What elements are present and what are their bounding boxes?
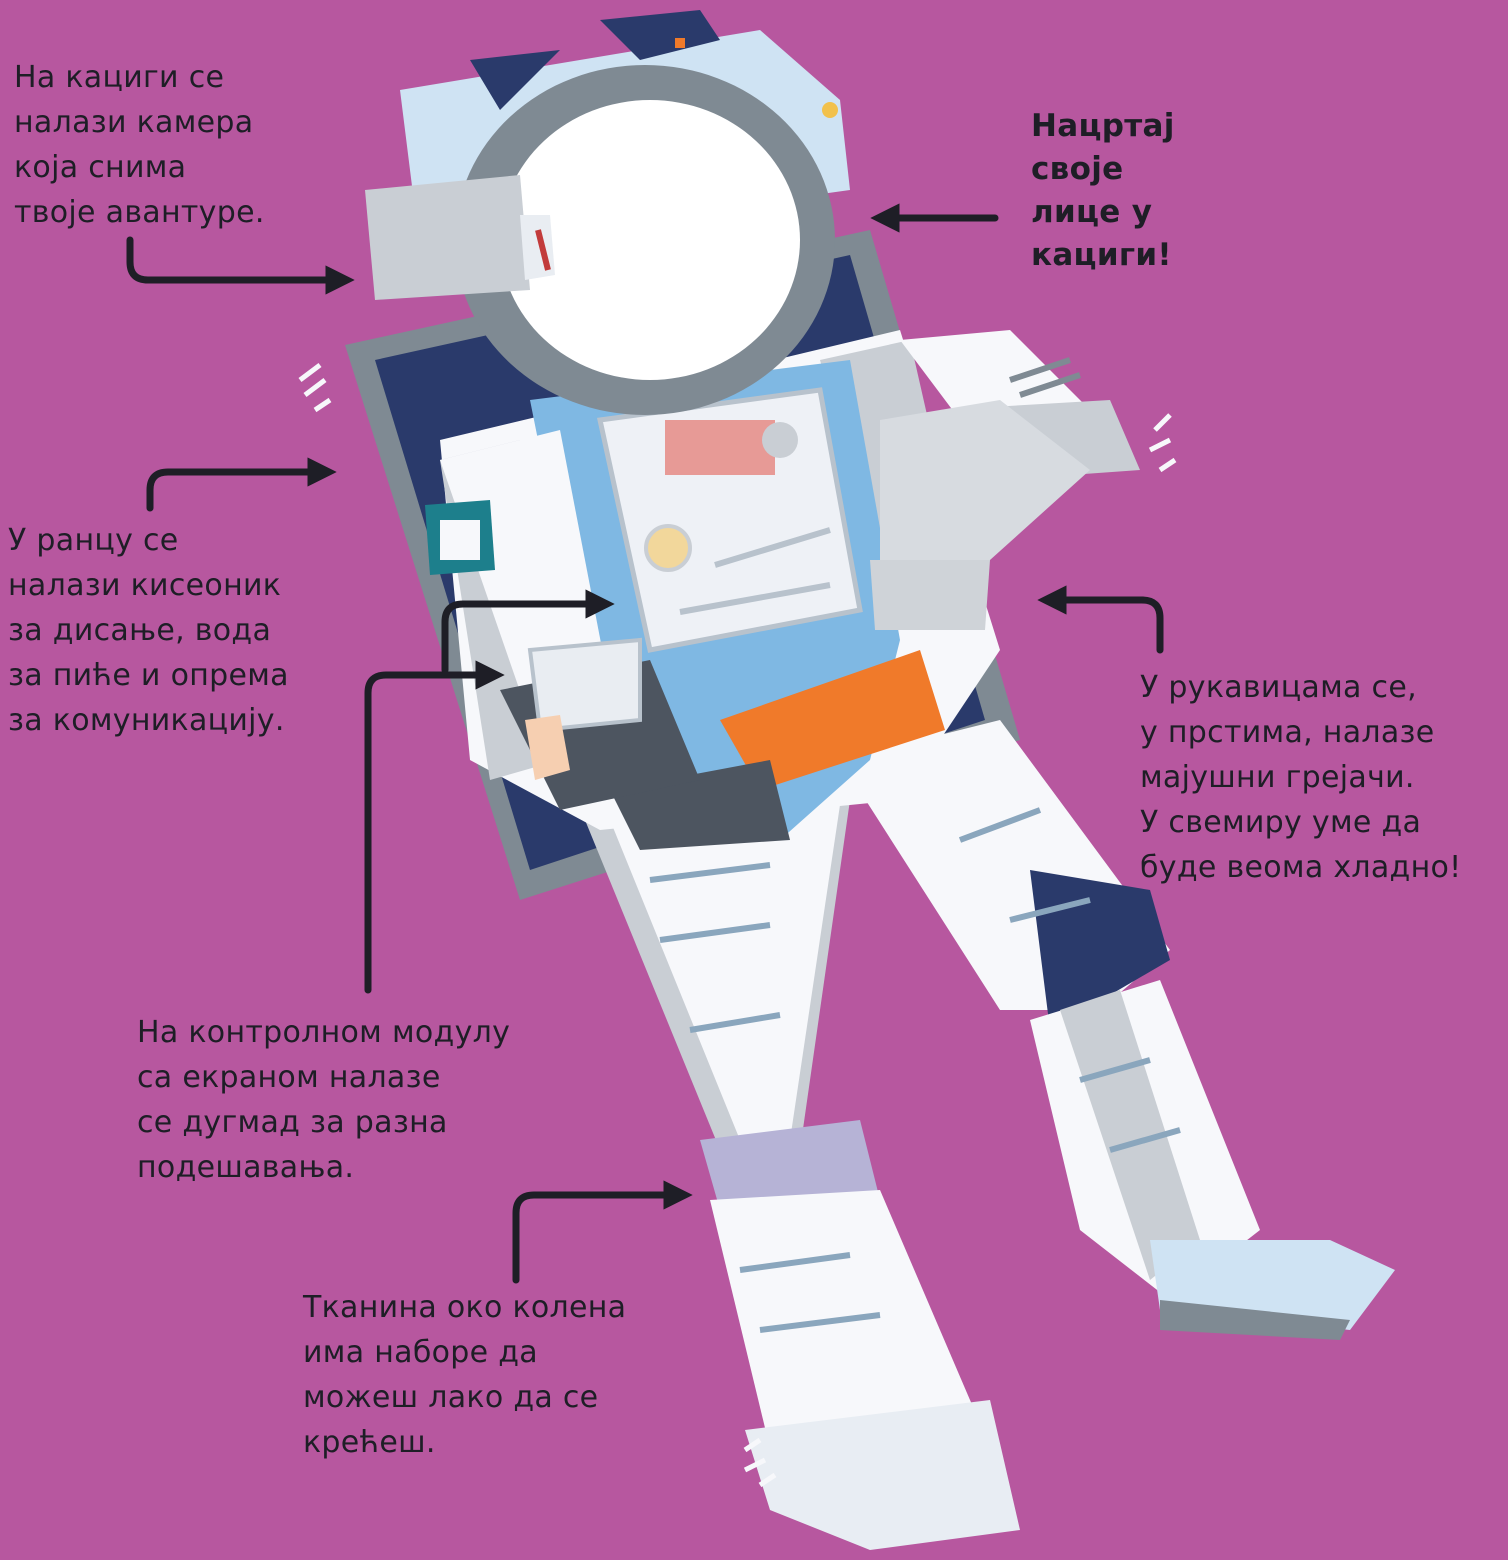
arrow-backpack <box>150 472 322 508</box>
annotation-line: налази кисеоник <box>8 563 289 608</box>
annotation-line: можеш лако да се <box>303 1375 626 1420</box>
arrow-knee <box>516 1195 678 1280</box>
annotation-line: која снима <box>14 145 265 190</box>
annotation-line: У рукавицама се, <box>1140 665 1461 710</box>
helmet-camera-annotation: На кациги се налази камера која снима тв… <box>14 55 265 235</box>
annotation-line: Нацртај <box>1031 105 1175 148</box>
backpack-annotation: У ранцу се налази кисеоник за дисање, во… <box>8 518 289 743</box>
annotation-line: лице у <box>1031 191 1175 234</box>
annotation-line: У ранцу се <box>8 518 289 563</box>
annotation-line: буде веома хладно! <box>1140 845 1461 890</box>
annotation-line: твоје авантуре. <box>14 190 265 235</box>
annotation-line: мајушни грејачи. <box>1140 755 1461 800</box>
annotation-line: за пиће и опрема <box>8 653 289 698</box>
annotation-line: кациги! <box>1031 234 1175 277</box>
arrow-gloves <box>1052 600 1160 650</box>
annotation-line: Тканина око колена <box>303 1285 626 1330</box>
annotation-line: своје <box>1031 148 1175 191</box>
annotation-line: У свемиру уме да <box>1140 800 1461 845</box>
arrow-helmet <box>130 240 340 280</box>
annotation-line: крећеш. <box>303 1420 626 1465</box>
gloves-annotation: У рукавицама се, у прстима, налазе мајуш… <box>1140 665 1461 890</box>
annotation-line: се дугмад за разна <box>137 1100 510 1145</box>
draw-face-annotation: Нацртај своје лице у кациги! <box>1031 105 1175 277</box>
annotation-line: На кациги се <box>14 55 265 100</box>
control-module-annotation: На контролном модулу са екраном налазе с… <box>137 1010 510 1190</box>
knee-fabric-annotation: Тканина око колена има наборе да можеш л… <box>303 1285 626 1465</box>
annotation-line: подешавања. <box>137 1145 510 1190</box>
annotation-line: за комуникацију. <box>8 698 289 743</box>
annotation-line: са екраном налазе <box>137 1055 510 1100</box>
annotation-line: за дисање, вода <box>8 608 289 653</box>
annotation-line: у прстима, налазе <box>1140 710 1461 755</box>
annotation-line: налази камера <box>14 100 265 145</box>
annotation-line: На контролном модулу <box>137 1010 510 1055</box>
annotation-line: има наборе да <box>303 1330 626 1375</box>
